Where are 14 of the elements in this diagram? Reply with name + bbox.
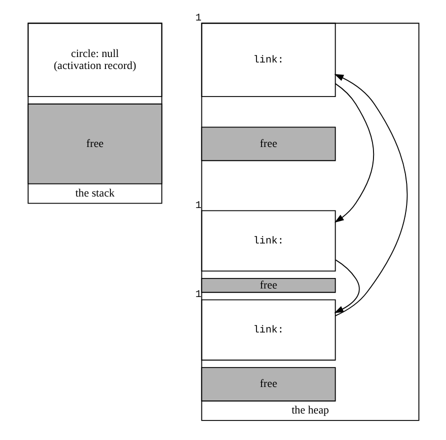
- node-box: link:: [200, 210, 336, 272]
- node-label: 1: [194, 13, 202, 24]
- arrow: [334, 83, 374, 223]
- node-box: free: [200, 126, 336, 162]
- node-box: free: [200, 278, 336, 293]
- node-box: free: [200, 367, 336, 402]
- node-box: link:: [200, 22, 336, 98]
- node-box: circle: null (activation record): [27, 22, 162, 98]
- arrow: [334, 74, 408, 316]
- node-label: 1: [194, 200, 202, 212]
- node-box: link:: [200, 299, 336, 361]
- node-label: 1: [194, 290, 202, 301]
- arrow: [334, 259, 360, 314]
- node-box: free: [27, 104, 162, 184]
